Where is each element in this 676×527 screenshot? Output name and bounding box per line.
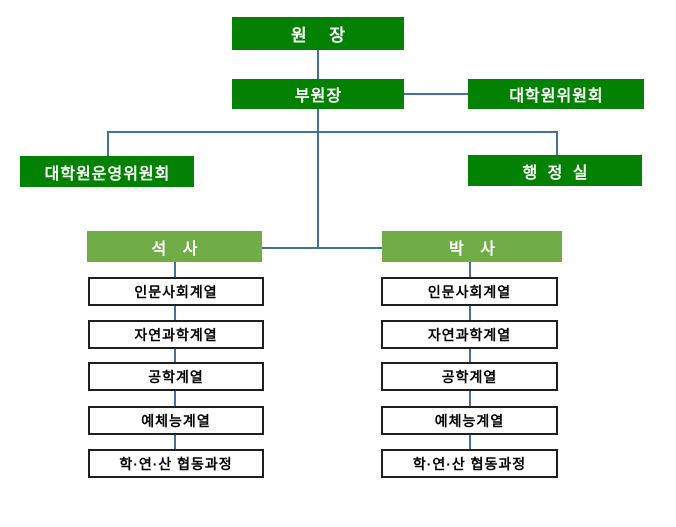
connector-director-vice [317, 50, 319, 79]
connector-drop-operating-committee [107, 131, 109, 156]
org-sub-box-doctoral-engineering: 공학계열 [381, 362, 558, 391]
connector-main-horizontal [107, 131, 558, 133]
connector-left-1 [174, 306, 176, 320]
connector-right-4 [469, 435, 471, 449]
connector-right-2 [469, 349, 471, 362]
org-box-doctoral: 박 사 [382, 231, 562, 262]
org-box-graduate-committee: 대학원위원회 [468, 79, 644, 109]
connector-center-vertical [317, 109, 319, 248]
org-sub-box-masters-humanities: 인문사회계열 [88, 277, 264, 306]
org-box-operating-committee: 대학원운영위원회 [20, 156, 194, 187]
connector-doctoral-down [469, 262, 471, 277]
org-sub-box-masters-cooperative: 학·연·산 협동과정 [88, 449, 264, 478]
connector-right-1 [469, 306, 471, 320]
org-sub-box-masters-engineering: 공학계열 [88, 362, 264, 391]
connector-left-3 [174, 391, 176, 406]
org-sub-box-masters-arts-sports: 예체능계열 [88, 406, 264, 435]
org-box-admin-office: 행 정 실 [468, 155, 642, 186]
connector-left-2 [174, 349, 176, 362]
org-sub-box-doctoral-humanities: 인문사회계열 [381, 277, 558, 306]
org-box-vice-director: 부원장 [232, 79, 404, 109]
connector-masters-down [174, 262, 176, 277]
org-sub-box-doctoral-natural-sciences: 자연과학계열 [381, 320, 558, 349]
connector-vice-committee [404, 93, 469, 95]
org-sub-box-doctoral-arts-sports: 예체능계열 [381, 406, 558, 435]
org-box-masters: 석 사 [87, 231, 262, 262]
connector-right-3 [469, 391, 471, 406]
org-sub-box-masters-natural-sciences: 자연과학계열 [88, 320, 264, 349]
connector-left-4 [174, 435, 176, 449]
connector-drop-admin-office [556, 131, 558, 155]
org-sub-box-doctoral-cooperative: 학·연·산 협동과정 [381, 449, 558, 478]
org-box-director: 원 장 [232, 17, 404, 50]
connector-masters-doctoral [262, 247, 382, 249]
